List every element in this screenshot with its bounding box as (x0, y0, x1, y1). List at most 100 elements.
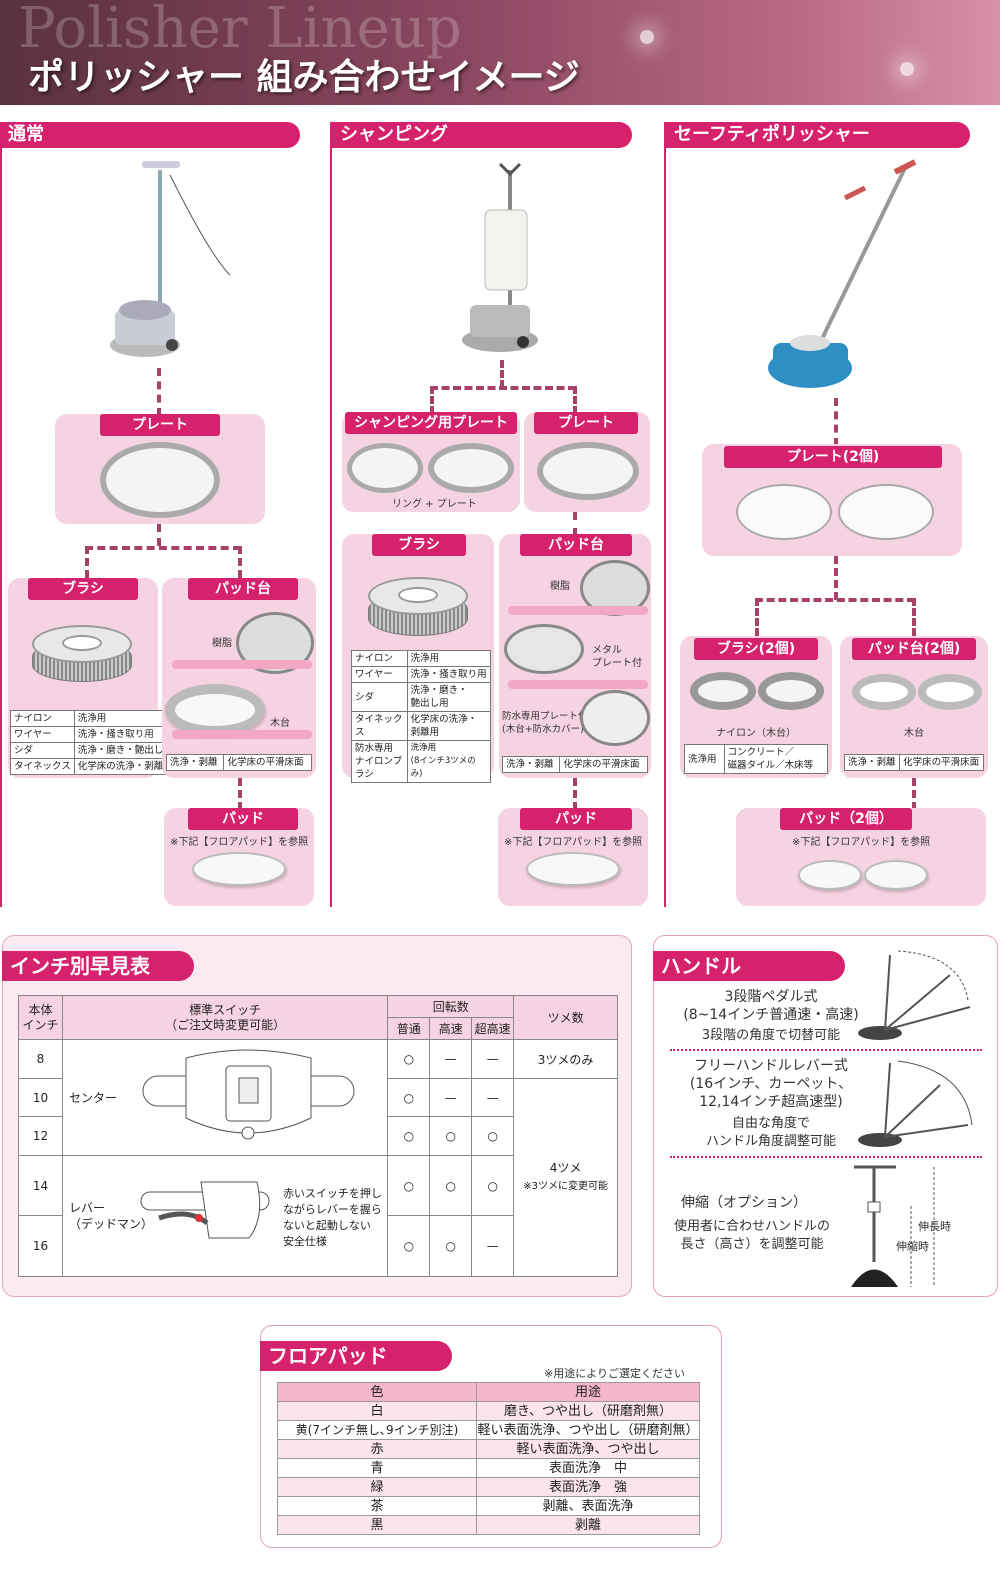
connector (834, 556, 838, 600)
divider-bar (172, 660, 312, 669)
table-cell: 超高速 (471, 1017, 515, 1041)
handle-section-title: ハンドル (653, 951, 845, 981)
table-cell: 洗浄用 (8インチ3ツメのみ) (406, 740, 492, 783)
column-title-safety: セーフティポリッシャー (666, 122, 970, 148)
wood-label: 木台 (904, 728, 924, 739)
table-cell: 黄(7インチ無し､9インチ別注) (277, 1420, 477, 1440)
padbase-tag: パッド台 (520, 534, 632, 556)
table-cell: 化学床の平滑床面 (223, 754, 312, 771)
separator (670, 1156, 982, 1158)
padbase-image (918, 674, 982, 710)
shortened-label: 伸縮時 (896, 1240, 929, 1253)
brush-table: 洗浄用コンクリート／ 磁器タイル／木床等 (684, 744, 829, 774)
table-row: 茶剥離、表面洗浄 (277, 1496, 700, 1516)
table-cell: ○ (387, 1077, 431, 1118)
connector (755, 598, 759, 636)
table-cell: 剥離 (476, 1515, 700, 1535)
table-row: 緑表面洗浄 強 (277, 1477, 700, 1497)
padbase-table: 洗浄・剥離化学床の平滑床面 (165, 754, 312, 771)
table-cell: — (429, 1077, 473, 1118)
connector (573, 778, 577, 810)
table-cell: — (471, 1077, 515, 1118)
pad-tag: パッド (188, 808, 298, 830)
table-row: 14 レバー （デッドマン） 赤いスイッチを押し ながらレバーを握ら ないと起動… (18, 1154, 618, 1278)
light-spot (900, 62, 914, 76)
table-cell: 赤 (277, 1439, 477, 1459)
table-row: 黒剥離 (277, 1515, 700, 1535)
waterproof-label: 防水専用プレート付 (木台+防水カバー) (502, 711, 588, 735)
divider-bar (508, 680, 648, 689)
pad-note: ※下記【フロアパッド】を参照 (792, 837, 931, 848)
ring-image (347, 443, 423, 493)
light-spot (640, 30, 654, 44)
free-lever-text: フリーハンドルレバー式 (16インチ、カーペット、 12,14インチ超高速型) (689, 1058, 853, 1110)
brush-image (368, 577, 468, 636)
table-cell: ○ (387, 1154, 431, 1217)
table-cell: ○ (429, 1116, 473, 1156)
resin-label: 樹脂 (550, 581, 570, 592)
table-cell: 表面洗浄 強 (476, 1477, 700, 1497)
table-cell: ナイロン (351, 650, 408, 667)
table-cell: 防水専用 ナイロンブラシ (351, 740, 408, 783)
table-row: 8 センター ○—— 3ツメのみ (18, 1039, 618, 1156)
table-row: 普通 高速 超高速 (19, 1017, 618, 1041)
brush-table: ナイロン洗浄用 ワイヤー洗浄・掻き取り用 シダ洗浄・磨き・艶出し用 タイネックス… (10, 710, 177, 775)
pad-image (192, 852, 286, 886)
table-row: 本体 インチ 標準スイッチ （ご注文時変更可能） 回転数 ツメ数 (18, 994, 618, 1041)
padbase-box (162, 578, 316, 778)
divider-bar (172, 730, 312, 739)
table-cell: タイネックス (351, 711, 408, 741)
table-cell: ワイヤー (10, 726, 75, 743)
table-row: 16 ○○— (18, 1215, 618, 1277)
center-switch-image (142, 1049, 355, 1140)
table-cell: 化学床の洗浄・剥離用 (73, 758, 177, 775)
table-cell: 洗浄・磨き・ 艶出し用 (406, 682, 492, 712)
floorpad-section-title: フロアパッド (260, 1341, 452, 1371)
divider-bar (508, 606, 648, 615)
table-cell: 12 (18, 1116, 63, 1156)
lever-safety-note: 赤いスイッチを押し ながらレバーを握ら ないと起動しない 安全仕様 (282, 1186, 382, 1248)
table-row: 防水専用 ナイロンブラシ洗浄用 (8インチ3ツメのみ) (351, 740, 492, 783)
plate-image (736, 484, 832, 540)
connector (834, 398, 838, 446)
table-cell: センター (61, 1039, 389, 1156)
extended-label: 伸長時 (918, 1220, 951, 1233)
pedal-type-text: 3段階ペダル式 (8~14インチ普通速・高速) (683, 989, 859, 1023)
table-cell: 洗浄用 (684, 744, 725, 774)
padbase-table: 洗浄・剥離化学床の平滑床面 (843, 754, 984, 771)
page-header: Polisher Lineup ポリッシャー 組み合わせイメージ (0, 0, 1000, 105)
connector (157, 524, 161, 546)
column-title-normal: 通常 (0, 122, 300, 148)
table-row: 12 ○○○ (18, 1116, 618, 1156)
brush-image (758, 672, 824, 710)
connector (430, 386, 434, 414)
pad-tag: パッド (520, 808, 632, 830)
table-cell: 洗浄用 (73, 710, 177, 727)
connector (85, 546, 89, 578)
table-row: 赤軽い表面洗浄、つや出し (277, 1439, 700, 1459)
plate-tag: プレート (534, 412, 638, 434)
telescopic-sub: 使用者に合わせハンドルの 長さ（高さ）を調整可能 (673, 1219, 830, 1252)
table-row: 青表面洗浄 中 (277, 1458, 700, 1478)
telescopic-handle-image (851, 1165, 935, 1287)
table-cell: 緑 (277, 1477, 477, 1497)
plate-tag: プレート (100, 414, 220, 436)
free-lever-handle-image (858, 1060, 973, 1147)
center-switch-label: センター (68, 1091, 117, 1106)
table-cell: 洗浄・剥離 (843, 754, 901, 771)
table-cell: 軽い表面洗浄、つや出し（研磨剤無） (476, 1420, 700, 1440)
table-cell: 普通 (387, 1017, 431, 1041)
table-row: 白磨き、つや出し（研磨剤無） (277, 1401, 700, 1421)
connector (912, 778, 916, 810)
pad-tag: パッド（2個） (780, 808, 912, 830)
table-cell: ナイロン (10, 710, 75, 727)
table-cell: 回転数 (387, 994, 515, 1019)
table-cell: — (429, 1039, 473, 1079)
table-cell: — (471, 1215, 515, 1277)
table-row: 洗浄・剥離化学床の平滑床面 (501, 756, 648, 773)
column-title-shampoo: シャンピング (332, 122, 632, 148)
padbase-image (852, 674, 916, 710)
table-cell: 標準スイッチ （ご注文時変更可能） (61, 994, 389, 1041)
column-divider (330, 122, 332, 907)
table-cell: シダ (351, 682, 408, 712)
